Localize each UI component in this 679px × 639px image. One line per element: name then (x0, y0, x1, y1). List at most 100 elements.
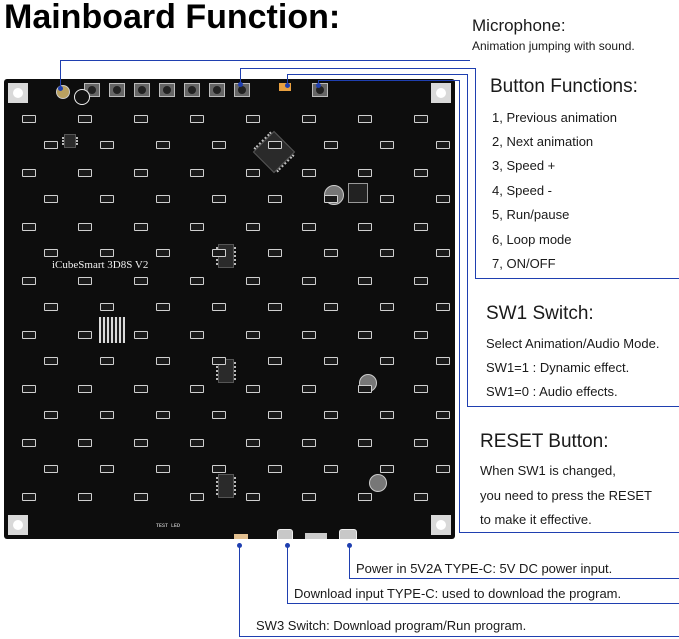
board-button (209, 83, 225, 97)
callout-dot (285, 543, 290, 548)
callout-line (475, 278, 679, 279)
callout-line (287, 74, 288, 86)
led-pad (436, 411, 450, 419)
led-pad (44, 303, 58, 311)
led-pad (380, 249, 394, 257)
led-pad (324, 411, 338, 419)
callout-line (287, 603, 679, 604)
callout-line (287, 74, 467, 75)
mounting-hole (8, 83, 28, 103)
reset-heading: RESET Button: (480, 431, 609, 452)
led-pad (324, 357, 338, 365)
led-pad (212, 465, 226, 473)
led-pad (212, 195, 226, 203)
button-function-item: 5, Run/pause (492, 207, 570, 222)
led-pad (212, 411, 226, 419)
button-function-item: 7, ON/OFF (492, 256, 556, 271)
callout-line (318, 80, 459, 81)
led-pad (190, 385, 204, 393)
led-pad (436, 249, 450, 257)
led-pad (22, 439, 36, 447)
led-pad (100, 141, 114, 149)
led-pad (156, 141, 170, 149)
led-pad (156, 195, 170, 203)
callout-dot (238, 82, 243, 87)
led-pad (22, 277, 36, 285)
reset-line: When SW1 is changed, (480, 463, 616, 478)
sw1-line: SW1=1 : Dynamic effect. (486, 360, 630, 375)
led-pad (246, 493, 260, 501)
led-pad (246, 115, 260, 123)
led-pad (156, 411, 170, 419)
callout-dot (237, 543, 242, 548)
led-pad (302, 385, 316, 393)
buzzer-component (74, 89, 90, 105)
led-pad (358, 331, 372, 339)
led-pad (156, 249, 170, 257)
led-pad (358, 223, 372, 231)
led-pad (268, 303, 282, 311)
led-pad (268, 141, 282, 149)
led-pad (246, 385, 260, 393)
callout-line (239, 636, 679, 637)
led-pad (44, 249, 58, 257)
callout-dot (58, 86, 63, 91)
led-pad (156, 357, 170, 365)
led-pad (78, 115, 92, 123)
led-pad (358, 385, 372, 393)
led-pad (268, 249, 282, 257)
led-pad (324, 249, 338, 257)
microphone-heading: Microphone: (472, 16, 566, 35)
led-pad (380, 303, 394, 311)
button-functions-heading: Button Functions: (490, 76, 638, 97)
led-pad (156, 465, 170, 473)
callout-line (239, 545, 240, 637)
led-pad (100, 249, 114, 257)
led-pad (22, 223, 36, 231)
led-pad (380, 411, 394, 419)
led-pad (324, 465, 338, 473)
ic-chip (62, 134, 78, 148)
led-pad (358, 493, 372, 501)
led-pad (414, 385, 428, 393)
page-title: Mainboard Function: (4, 0, 341, 36)
led-pad (78, 223, 92, 231)
led-pad (246, 277, 260, 285)
board-button (109, 83, 125, 97)
callout-dot (347, 543, 352, 548)
led-pad (414, 277, 428, 285)
led-pad (324, 141, 338, 149)
led-pad (134, 115, 148, 123)
led-pad (100, 357, 114, 365)
reset-line: to make it effective. (480, 512, 592, 527)
power-typec-port (339, 529, 357, 539)
led-pad (78, 169, 92, 177)
button-function-item: 3, Speed + (492, 158, 556, 173)
led-pad (324, 303, 338, 311)
qr-code (99, 317, 125, 343)
led-pad (302, 169, 316, 177)
led-pad (190, 493, 204, 501)
test-led-label: TEST LED (156, 523, 181, 529)
capacitor (369, 474, 387, 492)
callout-line (467, 406, 679, 407)
led-pad (302, 277, 316, 285)
led-pad (78, 277, 92, 285)
led-pad (134, 331, 148, 339)
sw1-line: Select Animation/Audio Mode. (486, 336, 660, 351)
led-pad (212, 141, 226, 149)
led-pad (358, 115, 372, 123)
led-pad (78, 493, 92, 501)
led-pad (190, 223, 204, 231)
board-button (134, 83, 150, 97)
button-function-item: 1, Previous animation (492, 110, 618, 125)
led-pad (414, 169, 428, 177)
led-pad (380, 141, 394, 149)
led-pad (44, 411, 58, 419)
led-pad (22, 115, 36, 123)
led-pad (414, 493, 428, 501)
led-pad (190, 115, 204, 123)
header-pins (305, 533, 327, 539)
button-function-item: 4, Speed - (492, 183, 552, 198)
led-pad (380, 465, 394, 473)
